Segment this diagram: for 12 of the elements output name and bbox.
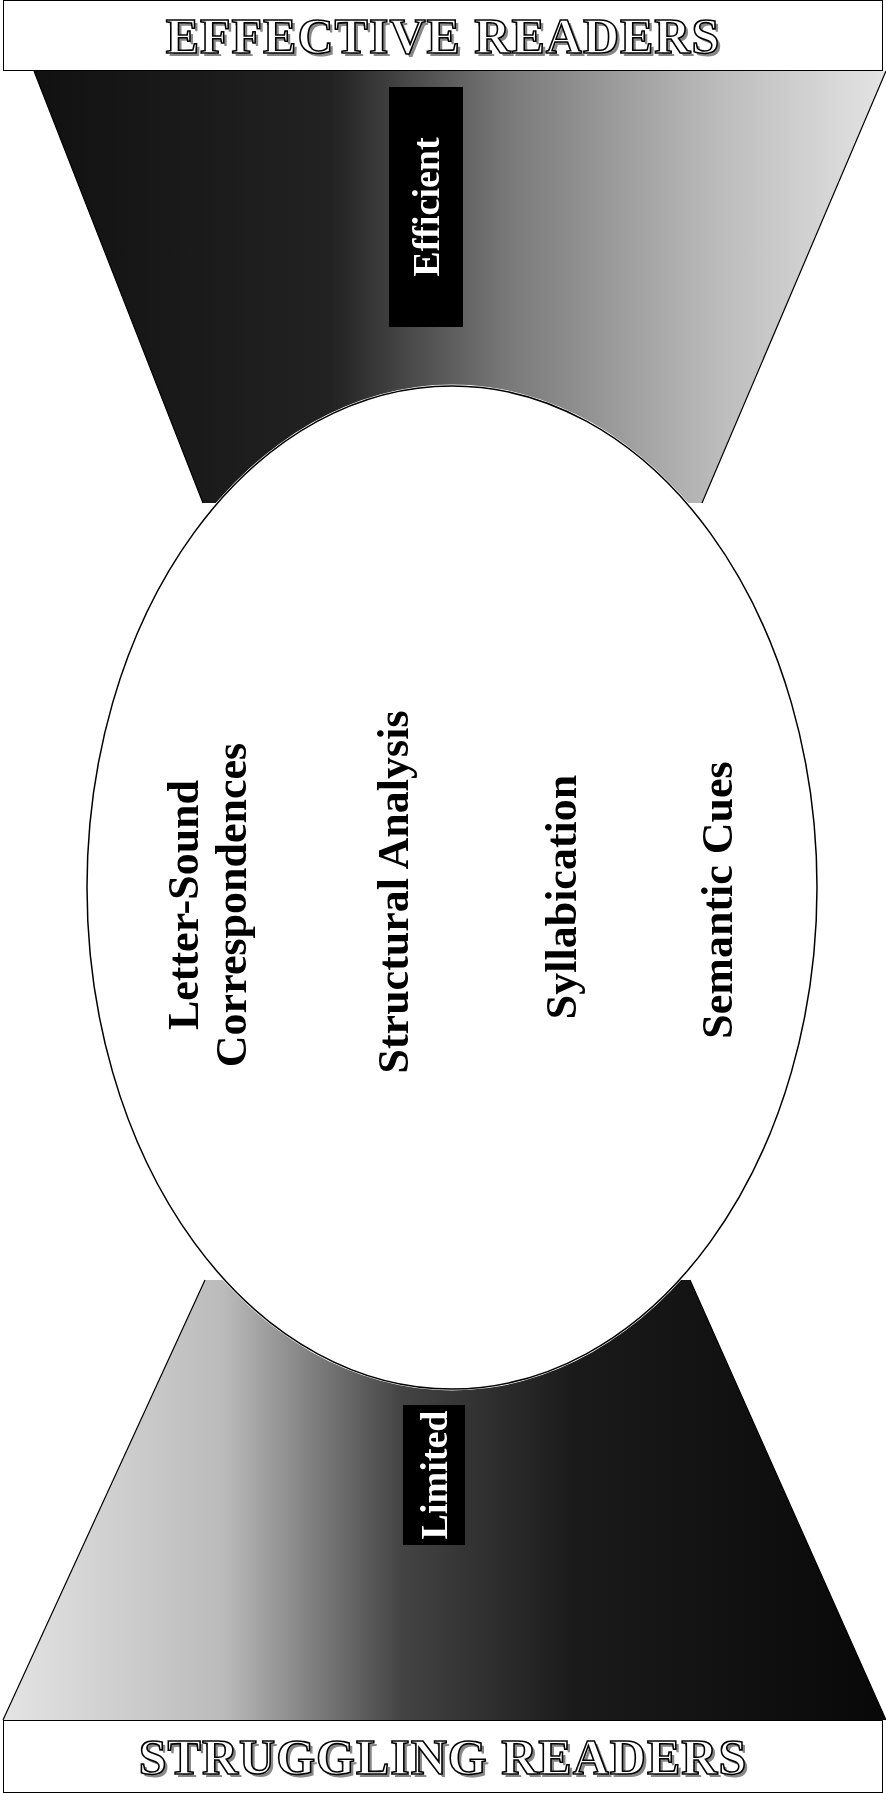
- oval: [86, 385, 818, 1390]
- banner-title: STRUGGLING READERS: [138, 1727, 748, 1786]
- title-banner: [3, 1720, 883, 1793]
- banner-title: EFFECTIVE READERS: [165, 6, 721, 65]
- skill-label: Syllabication: [538, 774, 586, 1020]
- funnel-label: Efficient: [404, 137, 448, 277]
- skill-label: Structural Analysis: [370, 710, 418, 1074]
- funnel-shape: [0, 1280, 886, 1720]
- funnel-label: Limited: [412, 1410, 456, 1540]
- skill-label: Semantic Cues: [694, 761, 742, 1039]
- skill-label: Letter-Sound Correspondences: [160, 741, 256, 1070]
- title-banner: [3, 0, 883, 71]
